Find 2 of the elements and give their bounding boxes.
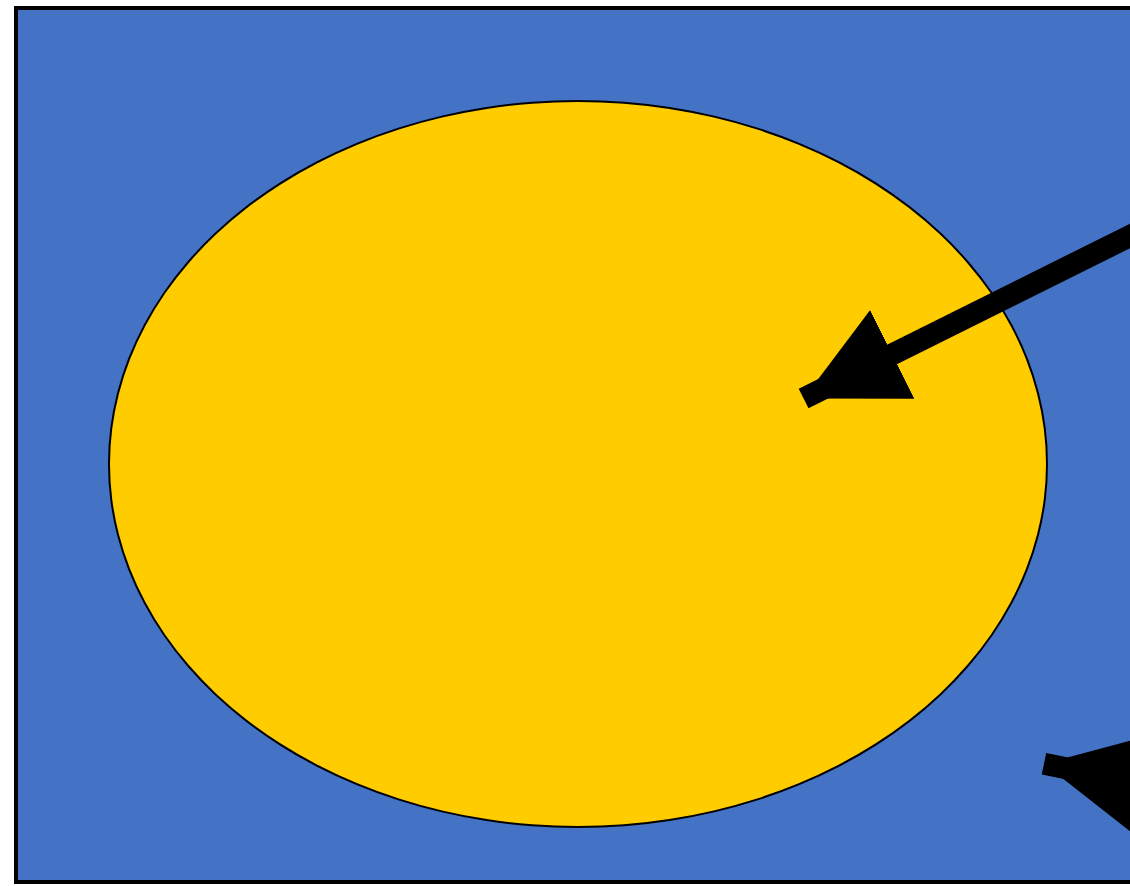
arrow — [1041, 735, 1130, 833]
rectangle-shape — [14, 6, 1130, 884]
